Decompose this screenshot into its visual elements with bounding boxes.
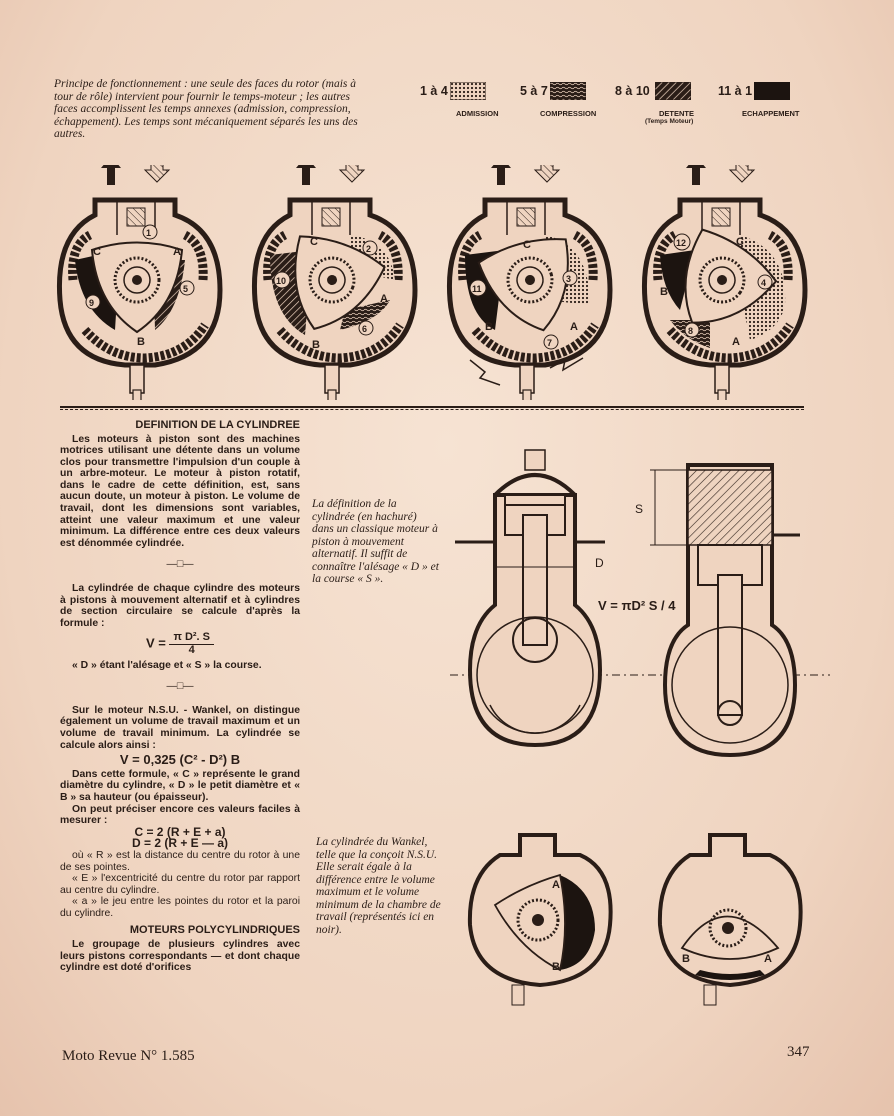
- rotor-tip-label: B: [137, 336, 145, 348]
- rotor-tip-label: C: [736, 236, 744, 248]
- piston-engine-diagram: D S V = πD² S / 4: [450, 449, 830, 758]
- chamber-label: 9: [89, 298, 94, 308]
- chamber-label: 2: [366, 244, 371, 254]
- figure-caption-wankel: La cylindrée du Wankel, telle que la con…: [316, 836, 441, 936]
- rotor-tip-label: B: [660, 286, 668, 298]
- paragraph: La cylindrée de chaque cylindre des mote…: [60, 583, 300, 629]
- article-column: DEFINITION DE LA CYLINDREE Les moteurs à…: [60, 419, 300, 974]
- publication-footer: Moto Revue N° 1.585: [62, 1048, 195, 1064]
- formula-wankel: V = 0,325 (C² - D²) B: [119, 752, 241, 768]
- paragraph: On peut préciser encore ces valeurs faci…: [60, 803, 300, 827]
- paragraph: Dans cette formule, « C » représente le …: [60, 768, 300, 803]
- separator-ornament: —□—: [166, 559, 194, 571]
- detente-swatch: [655, 82, 691, 100]
- figure-caption-piston: La définition de la cylindrée (en hachur…: [312, 498, 439, 585]
- compression-swatch: [550, 82, 586, 100]
- cycle-figure-1: 1 9 5 C A B: [59, 165, 220, 400]
- bore-label: D: [595, 556, 604, 570]
- stroke-label: S: [635, 502, 643, 516]
- chamber-label: 3: [566, 274, 571, 284]
- paragraph: « E » l'excentricité du centre du rotor …: [60, 873, 300, 896]
- rotor-tip-label: C: [310, 236, 318, 248]
- spark-icon: [549, 357, 584, 372]
- wankel-min-volume: B A: [657, 833, 803, 1006]
- wankel-volume-diagram: A B B A: [467, 833, 803, 1006]
- chamber-label: 7: [547, 338, 552, 348]
- chamber-label: 4: [761, 278, 766, 288]
- chamber-label: 10: [276, 276, 286, 286]
- section-divider: [60, 406, 804, 410]
- cycle-figure-3: C B A 3 11 7: [449, 165, 610, 400]
- paragraph: « D » étant l'alésage et « S » la course…: [72, 659, 262, 671]
- paragraph: Les moteurs à piston sont des machines m…: [60, 433, 300, 549]
- rotor-tip-label: A: [552, 879, 560, 891]
- paragraph: Sur le moteur N.S.U. - Wankel, on distin…: [60, 704, 300, 751]
- section-heading: MOTEURS POLYCYLINDRIQUES: [129, 924, 300, 937]
- chamber-label: 12: [676, 238, 686, 248]
- rotor-tip-label: C: [523, 239, 531, 251]
- rotor-tip-label: A: [732, 336, 740, 348]
- rotor-tip-label: A: [764, 953, 772, 965]
- chamber-label: 11: [472, 284, 482, 294]
- wankel-max-volume: A B: [467, 833, 613, 1006]
- paragraph: Le groupage de plusieurs cylindres avec …: [60, 938, 300, 974]
- separator-ornament: —□—: [166, 681, 194, 693]
- rotor-tip-label: A: [570, 321, 578, 333]
- formula-d: D = 2 (R + E — a): [131, 836, 229, 851]
- admission-swatch: [450, 82, 486, 100]
- rotor-tip-label: B: [485, 321, 493, 333]
- paragraph: où « R » est la distance du centre du ro…: [60, 849, 300, 873]
- cycle-figure-4: C B A 4 12 8: [644, 165, 805, 400]
- chamber-label: 8: [688, 326, 693, 336]
- rotor-tip-label: B: [682, 953, 690, 965]
- section-heading: DEFINITION DE LA CYLINDREE: [135, 419, 300, 431]
- rotor-tip-label: A: [380, 293, 388, 305]
- rotor-tip-label: B: [552, 961, 560, 973]
- wankel-cycle-diagrams: 1 9 5 C A B C A B 2 10 6: [55, 165, 825, 400]
- spark-icon: [469, 359, 501, 386]
- intro-caption: Principe de fonctionnement : une seule d…: [54, 78, 358, 140]
- chamber-label: 1: [146, 228, 151, 238]
- rotor-tip-label: B: [312, 339, 320, 351]
- volume-formula: V = πD² S / 4: [598, 598, 676, 613]
- echappement-swatch: [754, 82, 790, 100]
- piston-engine-left: D: [455, 449, 605, 748]
- formula-c: C = 2 (R + E + a): [134, 824, 226, 839]
- cycle-figure-2: C A B 2 10 6: [254, 165, 415, 400]
- rotor-tip-label: A: [173, 246, 181, 258]
- page-number: 347: [787, 1044, 810, 1060]
- legend: 1 à 4 ADMISSION 5 à 7 COMPRESSION 8 à 10…: [420, 82, 800, 125]
- piston-engine-right: S: [635, 463, 800, 758]
- chamber-label: 6: [362, 324, 367, 334]
- paragraph: « a » le jeu entre les pointes du rotor …: [60, 896, 300, 919]
- rotor-tip-label: C: [93, 246, 101, 258]
- chamber-label: 5: [183, 284, 188, 294]
